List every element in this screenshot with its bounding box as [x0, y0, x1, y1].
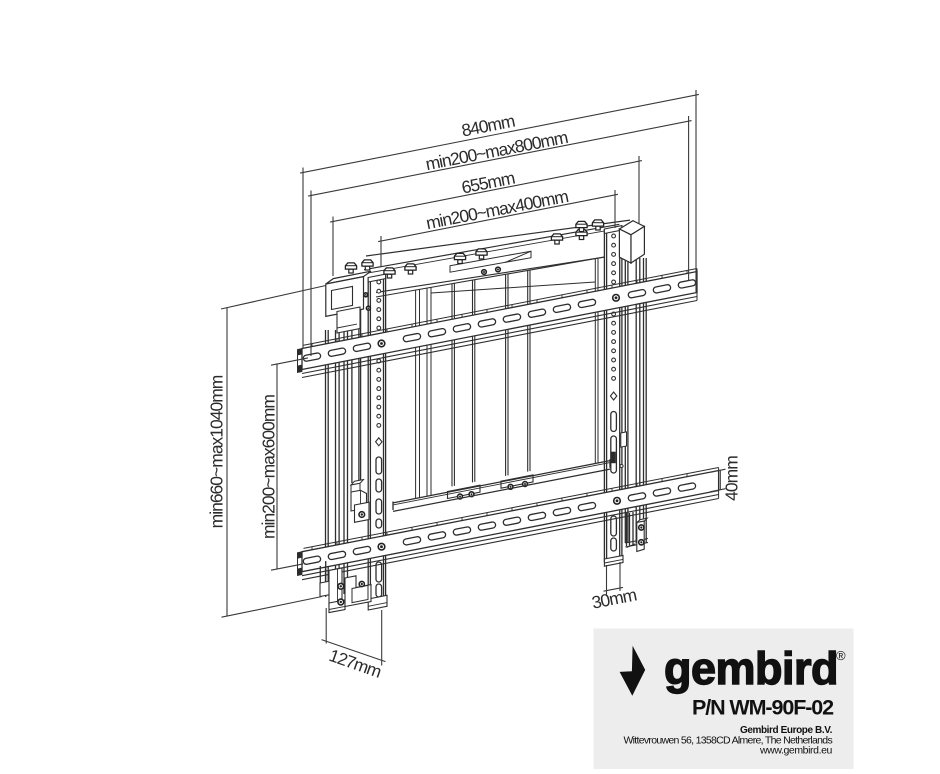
svg-text:min660~max1040mm: min660~max1040mm	[207, 375, 227, 528]
svg-text:gembird: gembird	[664, 643, 838, 694]
svg-text:40mm: 40mm	[722, 456, 742, 501]
svg-text:www.gembird.eu: www.gembird.eu	[759, 745, 833, 757]
svg-text:min200~max600mm: min200~max600mm	[259, 395, 279, 539]
svg-text:Gembird Europe B.V.: Gembird Europe B.V.	[740, 725, 833, 736]
svg-text:Wittevrouwen 56, 1358CD Almere: Wittevrouwen 56, 1358CD Almere, The Neth…	[623, 735, 832, 747]
svg-text:®: ®	[836, 648, 846, 663]
svg-text:P/N WM-90F-02: P/N WM-90F-02	[692, 696, 834, 720]
